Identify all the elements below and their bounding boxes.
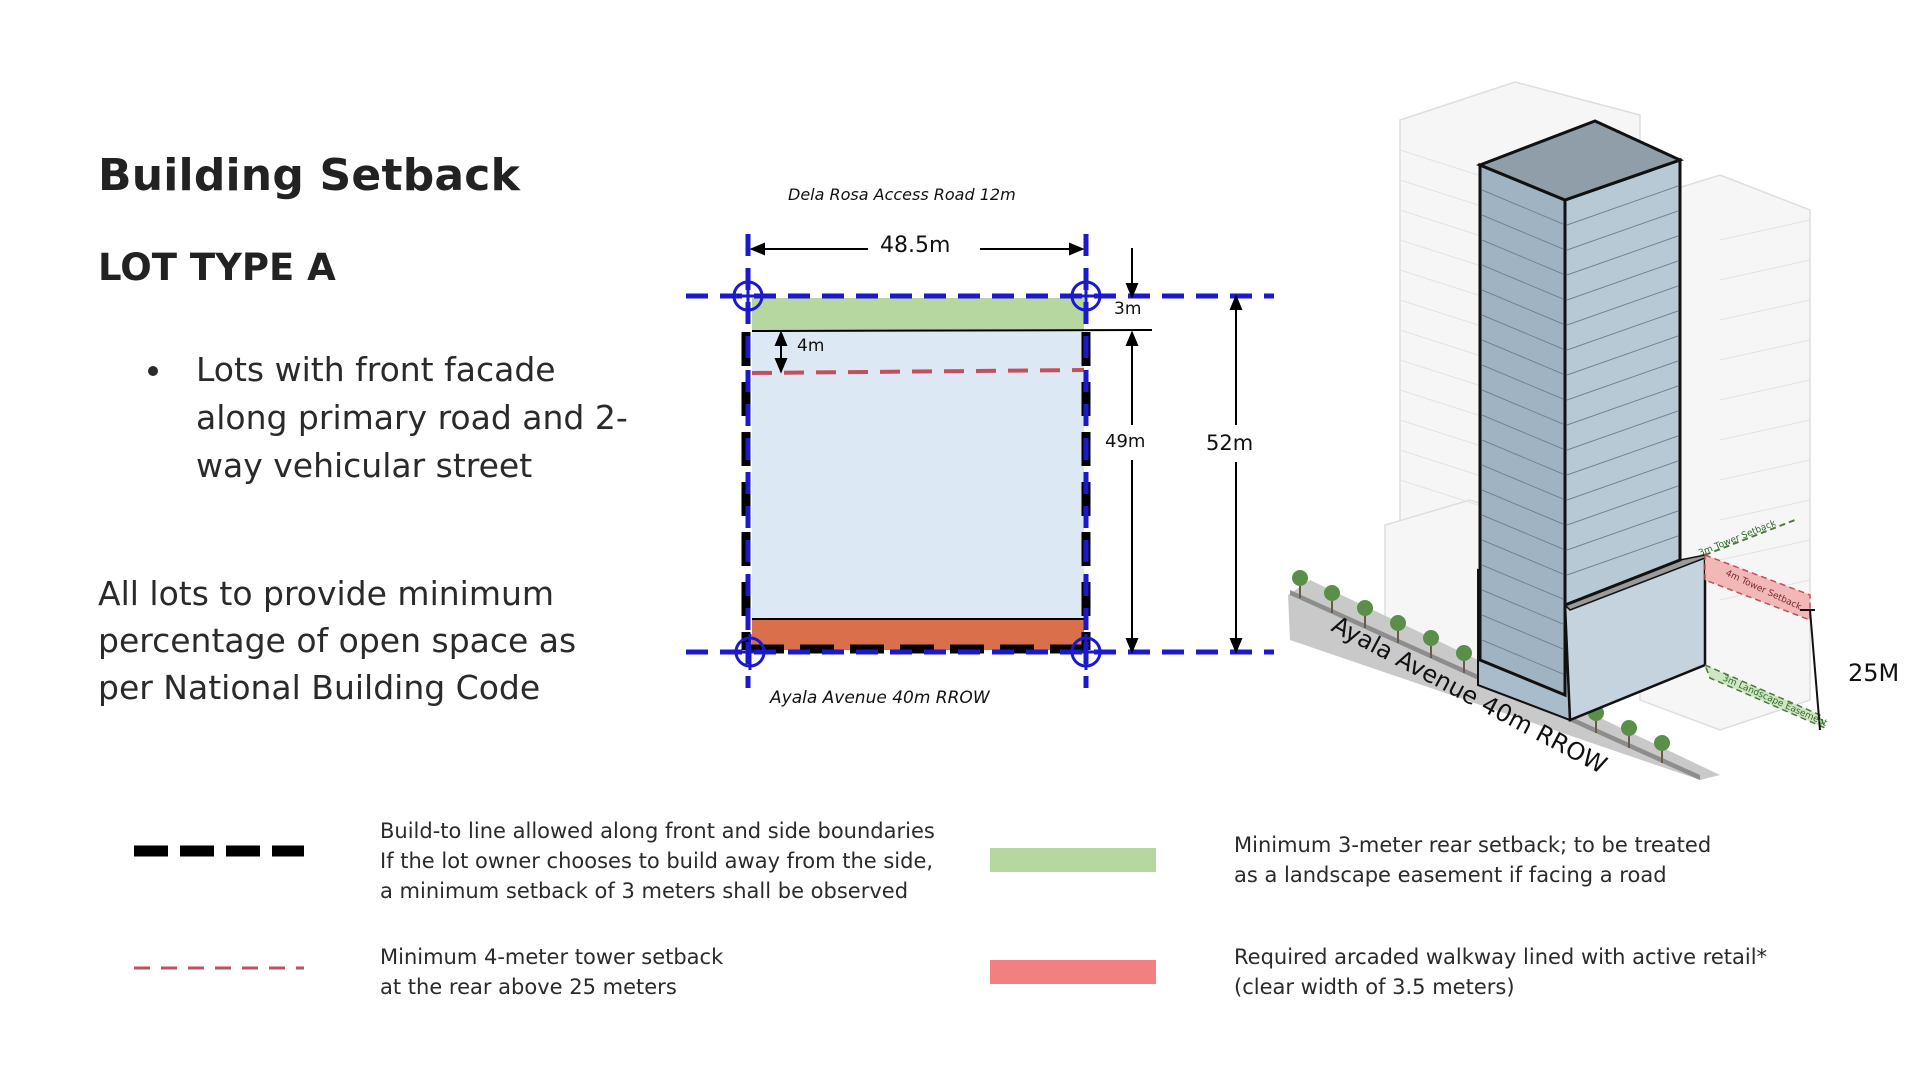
- corner-marker-icon: [730, 278, 1104, 670]
- tower-setback-dimension: [774, 330, 788, 374]
- tower-setback-label: 4m: [797, 336, 824, 356]
- iso-tower-setback-strip: [1704, 553, 1811, 622]
- total-depth-label: 52m: [1206, 431, 1253, 455]
- tower-right: [1563, 157, 1682, 608]
- list-item: Lots with front facade along primary roa…: [140, 346, 640, 490]
- page-title: Building Setback: [98, 150, 521, 201]
- bullet-text: Lots with front facade along primary roa…: [196, 350, 628, 485]
- tower-floor-lines: [1481, 185, 1679, 675]
- tower-roof: [1475, 119, 1685, 202]
- legend-item-tower-setback: Minimum 4-meter tower setback at the rea…: [380, 945, 724, 999]
- lot-type-heading: LOT TYPE A: [98, 246, 336, 289]
- top-road-label: Dela Rosa Access Road 12m: [788, 185, 1016, 204]
- site-plan-diagram: Dela Rosa Access Road 12m Ayala Avenue 4…: [686, 185, 1274, 708]
- width-dimension: [749, 242, 1085, 256]
- bullet-icon: [148, 366, 158, 376]
- lot-area: [752, 298, 1084, 620]
- legend-item-arcade: Required arcaded walkway lined with acti…: [1234, 945, 1768, 999]
- iso-height-label: 25M: [1848, 659, 1899, 687]
- legend: Build-to line allowed along front and si…: [0, 810, 1920, 1010]
- bullet-list: Lots with front facade along primary roa…: [140, 346, 640, 490]
- lot-depth-label: 49m: [1105, 431, 1145, 452]
- bottom-road-label: Ayala Avenue 40m RROW: [769, 688, 991, 708]
- legend-swatch-build-to-line: [134, 845, 304, 857]
- rear-landscape-easement: [752, 298, 1084, 331]
- open-space-note: All lots to provide minimum percentage o…: [98, 574, 577, 707]
- legend-item-rear-setback: Minimum 3-meter rear setback; to be trea…: [1234, 833, 1712, 887]
- tower-setback-line: [751, 368, 1085, 375]
- total-depth-dimension: [1229, 294, 1243, 654]
- iso-landscape-strip: [1703, 663, 1827, 730]
- rear-setback-line: [751, 329, 1153, 332]
- legend-swatch-tower-setback: [134, 966, 304, 970]
- width-dimension-label: 48.5m: [880, 233, 950, 258]
- rear-setback-label: 3m: [1114, 299, 1141, 319]
- isometric-tower-diagram: Ayala Avenue 40m RROW 3m Tower Setback 4…: [1288, 81, 1899, 780]
- legend-item-build-to: Build-to line allowed along front and si…: [380, 819, 935, 903]
- iso-3m-setback-line: [1704, 519, 1796, 556]
- rear-setback-dimension: [1125, 248, 1139, 299]
- legend-swatch-arcade: [990, 960, 1156, 984]
- legend-swatch-landscape: [990, 848, 1156, 872]
- height-dimension: [1800, 609, 1821, 731]
- lot-depth-dimension: [1125, 330, 1139, 654]
